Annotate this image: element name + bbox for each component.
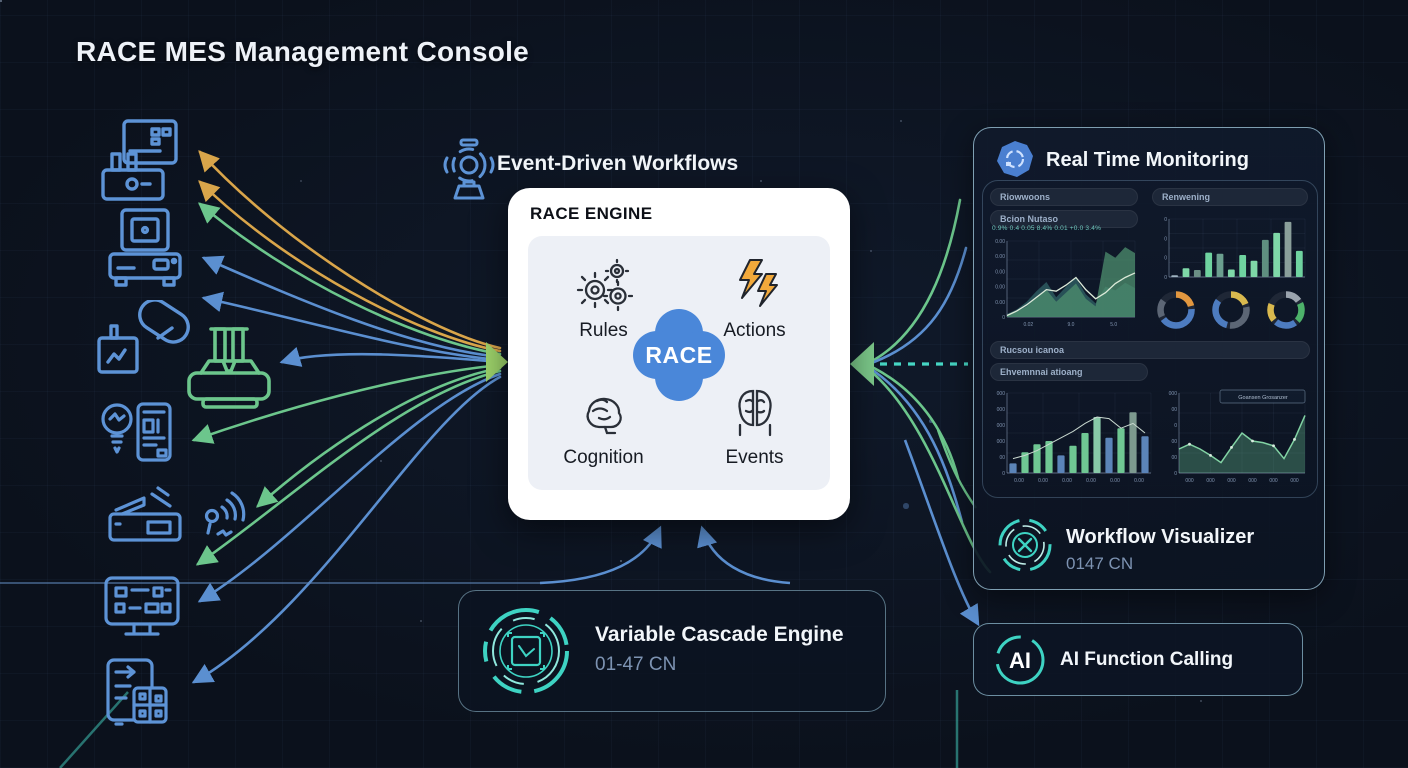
plc-machine-icon [100,118,180,203]
svg-text:Goansen Grosanzer: Goansen Grosanzer [1238,395,1288,401]
workflow-visualizer-title[interactable]: Workflow Visualizer [1066,526,1255,548]
quadrant-label: Events [725,446,784,468]
quadrant-rules: Rules [528,236,679,363]
svg-text:000: 000 [997,391,1006,397]
controller-capsule-icon [96,300,196,380]
ai-function-calling-label: AI Function Calling [1060,649,1234,670]
svg-text:0.00: 0.00 [995,254,1005,260]
svg-text:0.00: 0.00 [1110,478,1120,484]
svg-text:000: 000 [1206,478,1215,484]
monitoring-inner-frame [982,180,1318,498]
gears-icon [576,258,633,311]
svg-text:AI: AI [1009,648,1031,673]
svg-text:000: 000 [1227,478,1236,484]
dashboard-monitor-icon [104,576,184,646]
svg-text:0.00: 0.00 [1038,478,1048,484]
svg-text:000: 000 [1185,478,1194,484]
monitoring-badge-icon [997,141,1033,177]
quadrant-label: Cognition [563,446,644,468]
workflow-visualizer-subtitle: 0147 CN [1066,554,1134,573]
svg-text:0: 0 [1164,256,1167,262]
workflow-visualizer-icon [998,518,1052,572]
engine-inflow-arrowhead-left [486,342,508,382]
workbench-icon [108,480,188,550]
chart-legend-line: 0.9% 0.4 0.05 8.4% 0.01 +0.0 3.4% [992,225,1102,232]
pill-bottom-wide[interactable]: Rucsou icanoa [990,341,1310,359]
svg-text:0.00: 0.00 [995,269,1005,275]
real-time-monitoring-panel[interactable]: Real Time Monitoring Riowwoons Renwening… [973,127,1325,590]
race-core-blob [633,309,725,401]
svg-text:00: 00 [1171,407,1177,413]
svg-text:000: 000 [997,439,1006,445]
svg-text:0: 0 [1174,471,1177,477]
svg-text:0.00: 0.00 [1062,478,1072,484]
race-core-badge[interactable]: RACE [624,300,734,410]
svg-text:000: 000 [997,407,1006,413]
svg-text:00: 00 [1171,455,1177,461]
quadrant-actions: Actions [679,236,830,363]
printer-scanner-icon [106,208,186,288]
svg-text:0.00: 0.00 [1086,478,1096,484]
race-engine-title: RACE ENGINE [530,204,653,223]
split-brain-icon [737,389,772,436]
svg-text:0.00: 0.00 [995,285,1005,291]
svg-text:0: 0 [1164,275,1167,281]
svg-text:0.00: 0.00 [1014,478,1024,484]
cascade-engine-icon [483,608,569,694]
svg-text:00: 00 [999,455,1005,461]
quadrant-label: Rules [579,319,628,341]
page-title: RACE MES Management Console [76,36,530,67]
svg-text:5.0: 5.0 [1110,322,1117,328]
brain-icon [586,397,622,434]
cascade-engine-subtitle: 01-47 CN [595,654,677,675]
engine-inflow-arrowhead-right [850,342,874,386]
server-grid-icon [104,658,179,733]
svg-text:0: 0 [1164,217,1167,223]
svg-text:0.00: 0.00 [1134,478,1144,484]
donut-charts [1157,291,1305,329]
quadrant-label: Actions [723,319,786,341]
svg-text:0: 0 [1002,315,1005,321]
svg-text:0.02: 0.02 [1023,322,1033,328]
wifi-antenna-icon [198,474,258,544]
svg-text:0: 0 [1174,423,1177,429]
svg-text:000: 000 [1169,391,1178,397]
pill-top-left[interactable]: Riowwoons [990,188,1138,206]
svg-text:000: 000 [1290,478,1299,484]
pill-top-right[interactable]: Renwening [1152,188,1308,206]
svg-text:00: 00 [1171,439,1177,445]
event-driven-workflows-title: Event-Driven Workflows [497,152,739,175]
ai-badge-icon: AI [995,635,1045,685]
race-core-label: RACE [645,341,713,368]
svg-text:000: 000 [1248,478,1257,484]
quadrant-cognition: Cognition [528,363,679,490]
area-chart: 0 0.00 0.00 0.00 0.00 0.00 0.02 9.0 5.0 [995,239,1136,328]
pill-bottom-sub[interactable]: Ehvemnnai atioang [990,363,1148,381]
gimbal-camera-icon [440,138,498,202]
background-dots [0,0,2,2]
ai-function-calling-box[interactable]: AI AI Function Calling [973,623,1303,696]
svg-text:0: 0 [1164,236,1167,242]
cascade-engine-title: Variable Cascade Engine [595,623,844,646]
svg-text:9.0: 9.0 [1068,322,1075,328]
monitoring-title: Real Time Monitoring [1046,149,1249,171]
lightning-icon [738,258,778,307]
svg-text:000: 000 [997,423,1006,429]
svg-text:0: 0 [1002,471,1005,477]
pill-top-left-sub[interactable]: Bcion Nutaso [990,210,1138,228]
race-engine-card[interactable]: RACE ENGINE Rules Actions [508,188,850,520]
svg-text:000: 000 [1269,478,1278,484]
variable-cascade-engine-box[interactable]: Variable Cascade Engine 01-47 CN [458,590,886,712]
bulb-phone-icon [100,402,180,472]
svg-text:0.00: 0.00 [995,239,1005,245]
molding-machine-icon [185,325,275,410]
bar-chart: 0 0 0 0 [1164,217,1306,281]
quadrant-events: Events [679,363,830,490]
svg-text:0.00: 0.00 [995,300,1005,306]
